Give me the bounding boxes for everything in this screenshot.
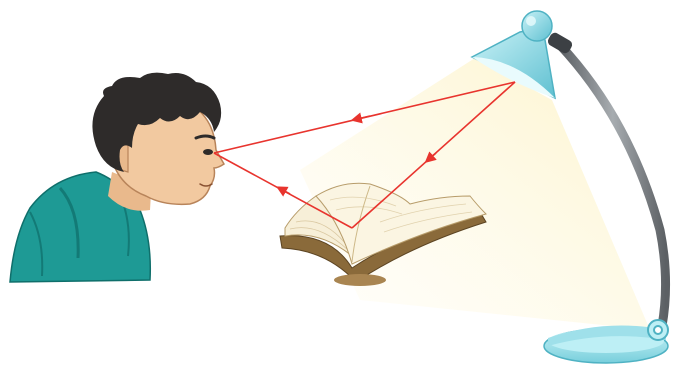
eye	[203, 149, 213, 155]
arrow-icon	[280, 189, 290, 195]
arrow-icon	[355, 116, 370, 120]
boy-head-icon	[10, 73, 224, 282]
